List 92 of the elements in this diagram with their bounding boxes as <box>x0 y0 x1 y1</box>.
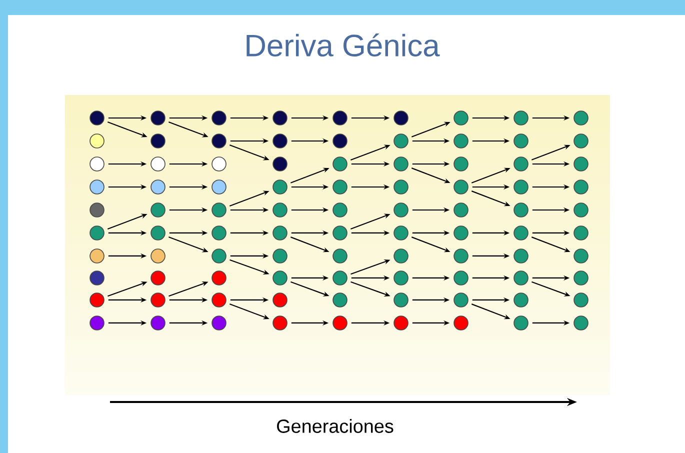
allele-circle <box>454 316 468 330</box>
allele-circle <box>454 180 468 194</box>
allele-circle <box>574 180 588 194</box>
allele-circle <box>514 226 528 240</box>
allele-circle <box>332 156 348 172</box>
allele-circle <box>514 156 528 172</box>
allele-circle <box>272 110 288 126</box>
allele-circle <box>394 316 408 330</box>
allele-circle <box>394 248 408 264</box>
allele-circle <box>454 134 468 148</box>
allele-circle <box>150 110 166 126</box>
allele-circle <box>90 226 104 240</box>
allele-circle <box>332 110 348 126</box>
allele-circle <box>332 226 348 240</box>
allele-circle <box>574 134 588 148</box>
allele-circle <box>212 110 226 126</box>
allele-circle <box>514 270 528 286</box>
allele-circle <box>212 134 226 148</box>
allele-circle <box>150 226 166 240</box>
allele-circle <box>212 226 226 240</box>
allele-circle <box>514 248 528 264</box>
allele-circle <box>90 202 104 218</box>
allele-circle <box>90 180 104 194</box>
allele-circle <box>574 248 588 264</box>
allele-circle <box>394 226 408 240</box>
allele-circle <box>332 202 348 218</box>
allele-circle <box>272 180 288 194</box>
allele-circle <box>332 316 348 330</box>
allele-circle <box>272 316 288 330</box>
allele-circle <box>150 270 166 286</box>
allele-circle <box>454 202 468 218</box>
allele-circle <box>454 292 468 308</box>
allele-circle <box>574 270 588 286</box>
allele-circle <box>454 156 468 172</box>
allele-circle <box>394 202 408 218</box>
allele-circle <box>150 156 166 172</box>
allele-circle <box>212 270 226 286</box>
allele-circle <box>514 316 528 330</box>
axis-label: Generaciones <box>277 419 394 433</box>
allele-circle <box>150 134 166 148</box>
allele-circle <box>332 180 348 194</box>
allele-circle <box>150 248 166 264</box>
allele-circle <box>454 248 468 264</box>
allele-circle <box>454 110 468 126</box>
allele-circle <box>454 270 468 286</box>
allele-circle <box>212 248 226 264</box>
allele-circle <box>332 134 348 148</box>
allele-circle <box>332 270 348 286</box>
allele-circle <box>454 226 468 240</box>
allele-circle <box>332 292 348 308</box>
allele-circle <box>394 134 408 148</box>
allele-circle <box>514 180 528 194</box>
allele-circle <box>574 292 588 308</box>
allele-circle <box>394 180 408 194</box>
allele-circle <box>394 270 408 286</box>
allele-circle <box>574 226 588 240</box>
allele-circle <box>150 292 166 308</box>
allele-circle <box>150 202 166 218</box>
allele-circle <box>272 248 288 264</box>
allele-circle <box>574 202 588 218</box>
allele-circle <box>272 156 288 172</box>
allele-circle <box>90 156 104 172</box>
allele-circle <box>90 248 104 264</box>
allele-circle <box>212 180 226 194</box>
allele-circle <box>150 316 166 330</box>
allele-circle <box>514 110 528 126</box>
allele-circle <box>574 316 588 330</box>
allele-circle <box>90 292 104 308</box>
allele-circle <box>272 202 288 218</box>
allele-circle <box>574 156 588 172</box>
allele-circle <box>514 202 528 218</box>
allele-circle <box>394 156 408 172</box>
allele-circle <box>272 134 288 148</box>
allele-circle <box>514 292 528 308</box>
allele-circle <box>150 180 166 194</box>
allele-circle <box>272 270 288 286</box>
allele-circle <box>394 292 408 308</box>
allele-circle <box>90 110 104 126</box>
allele-circle <box>90 316 104 330</box>
allele-circle <box>212 316 226 330</box>
allele-circle <box>514 134 528 148</box>
title: Deriva Génica <box>246 33 440 56</box>
allele-circle <box>272 292 288 308</box>
allele-circle <box>212 292 226 308</box>
allele-circle <box>574 110 588 126</box>
allele-circle <box>394 110 408 126</box>
allele-circle <box>332 248 348 264</box>
allele-circle <box>90 134 104 148</box>
allele-circle <box>212 156 226 172</box>
allele-circle <box>212 202 226 218</box>
allele-circle <box>90 270 104 286</box>
allele-circle <box>272 226 288 240</box>
